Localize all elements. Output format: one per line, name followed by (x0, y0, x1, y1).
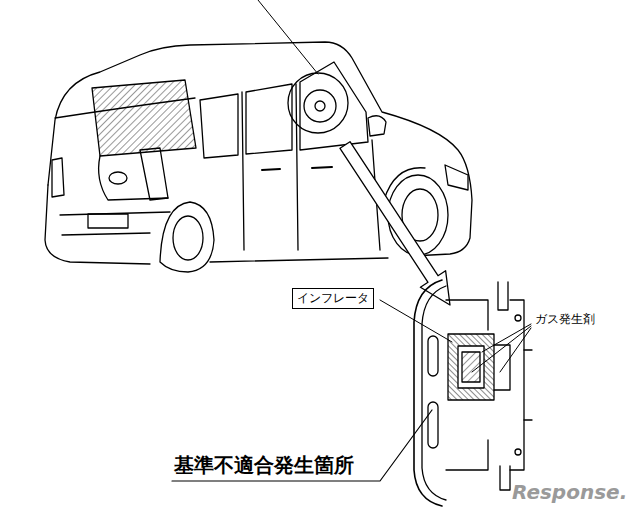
wheel-arch (384, 168, 425, 200)
leader-line (472, 326, 531, 372)
highlight-circle (288, 73, 348, 133)
leader-line (380, 300, 452, 342)
part-name: インフレータ (297, 291, 369, 305)
bolt (515, 315, 521, 321)
steering-wheel (304, 90, 336, 122)
base-plate (510, 300, 524, 470)
inflator (448, 334, 494, 400)
inflator-chamber (458, 346, 484, 388)
leader-line (172, 410, 432, 481)
tear-slot (428, 336, 438, 376)
plate (88, 214, 128, 228)
rear-wheel (160, 202, 214, 272)
rear-window (92, 80, 196, 156)
location-label: 基準不適合発生箇所 (174, 453, 354, 477)
front-door-window (300, 62, 368, 150)
tail-light (52, 158, 64, 197)
steering-hub (315, 101, 325, 111)
rear-bumper (45, 185, 150, 264)
tear-slot (428, 402, 438, 448)
pad-cover-inner (422, 286, 446, 500)
stud (524, 350, 532, 420)
tailgate (99, 156, 168, 200)
car-body (48, 42, 472, 256)
mirror (368, 116, 386, 136)
side-sill (210, 258, 388, 262)
inflator-flange (494, 345, 510, 390)
rear-door-window (246, 84, 292, 154)
quarter-window (200, 94, 238, 158)
pad-cover (414, 280, 442, 506)
pointer-arrow (340, 142, 450, 305)
part-box: インフレータ (292, 288, 374, 309)
door-handle (262, 167, 332, 170)
rear-wheel-rim (173, 216, 203, 260)
bracket (498, 282, 510, 490)
gas-generant (462, 352, 480, 382)
leader-line (500, 328, 531, 372)
watermark: Response. (512, 480, 627, 504)
head-light (445, 165, 468, 190)
bolt (515, 449, 521, 455)
tail-light (140, 148, 168, 200)
emblem (109, 172, 127, 184)
pointer-line (258, 0, 318, 74)
bumper-line (60, 212, 170, 235)
part-label: ガス発生剤 (535, 312, 595, 326)
